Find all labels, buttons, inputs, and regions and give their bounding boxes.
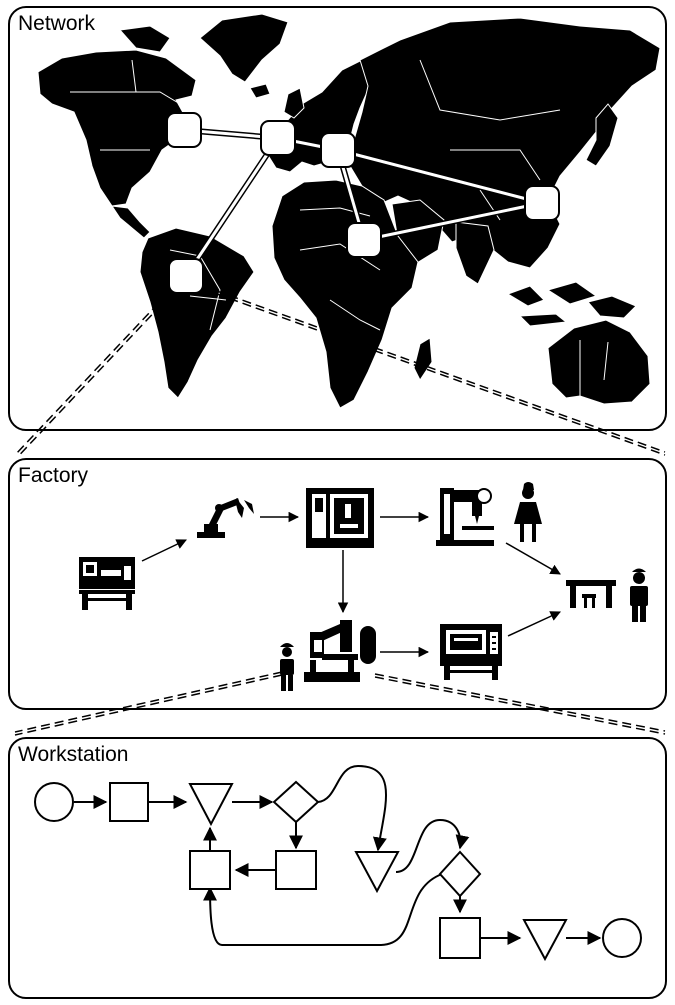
workstation-flows — [74, 764, 602, 946]
factory-title: Factory — [18, 464, 89, 487]
indonesia-shape-2 — [546, 281, 598, 305]
process-square-2 — [275, 850, 317, 890]
robot-arm-icon — [197, 498, 254, 538]
start-circle — [34, 782, 74, 822]
workstation-shapes — [34, 780, 642, 962]
node-africa — [346, 222, 382, 258]
node-north-america — [166, 112, 202, 148]
node-south-america — [168, 258, 204, 294]
cnc-machine-icon — [440, 624, 502, 680]
greenland-shape — [199, 13, 289, 83]
inventory-triangle-2 — [354, 851, 400, 894]
india-shape — [455, 221, 495, 285]
country-borders — [70, 59, 609, 396]
node-europe — [320, 132, 356, 168]
decision-diamond-1 — [272, 780, 320, 824]
lathe-icon — [79, 557, 135, 610]
madagascar-shape — [413, 337, 433, 381]
table-icon — [566, 580, 616, 608]
process-square-4 — [439, 917, 481, 959]
south-america-shape — [139, 227, 255, 399]
new-guinea-shape — [587, 295, 637, 319]
3d-printer-icon — [304, 620, 376, 682]
factory-arrows — [141, 511, 561, 658]
japan-shape — [585, 103, 619, 167]
network-nodes — [166, 112, 560, 294]
inventory-triangle-3 — [522, 919, 568, 962]
cnc-mill-icon — [306, 488, 374, 548]
north-america-shape — [37, 49, 197, 207]
inventory-triangle-1 — [188, 783, 234, 827]
worker-helmet-icon — [280, 643, 294, 691]
uk-shape — [283, 87, 305, 119]
canada-islands-shape — [119, 25, 171, 53]
indonesia-shape-3 — [518, 313, 568, 327]
end-circle — [602, 918, 642, 958]
workstation-panel: Workstation — [8, 737, 667, 999]
node-atlantic — [260, 120, 296, 156]
zoom-lines — [14, 285, 666, 736]
world-map — [37, 13, 661, 409]
decision-diamond-2 — [438, 850, 482, 898]
process-square-1 — [109, 782, 149, 822]
worker-man-icon — [630, 568, 648, 622]
network-title: Network — [18, 12, 96, 35]
drill-press-icon — [436, 488, 494, 546]
node-asia — [524, 185, 560, 221]
worker-woman-icon — [514, 482, 542, 542]
indonesia-shape-1 — [506, 285, 545, 307]
process-square-3 — [189, 850, 231, 890]
workstation-title: Workstation — [18, 743, 129, 766]
iceland-shape — [249, 83, 271, 99]
central-america-shape — [110, 205, 151, 239]
australia-shape — [547, 319, 651, 405]
